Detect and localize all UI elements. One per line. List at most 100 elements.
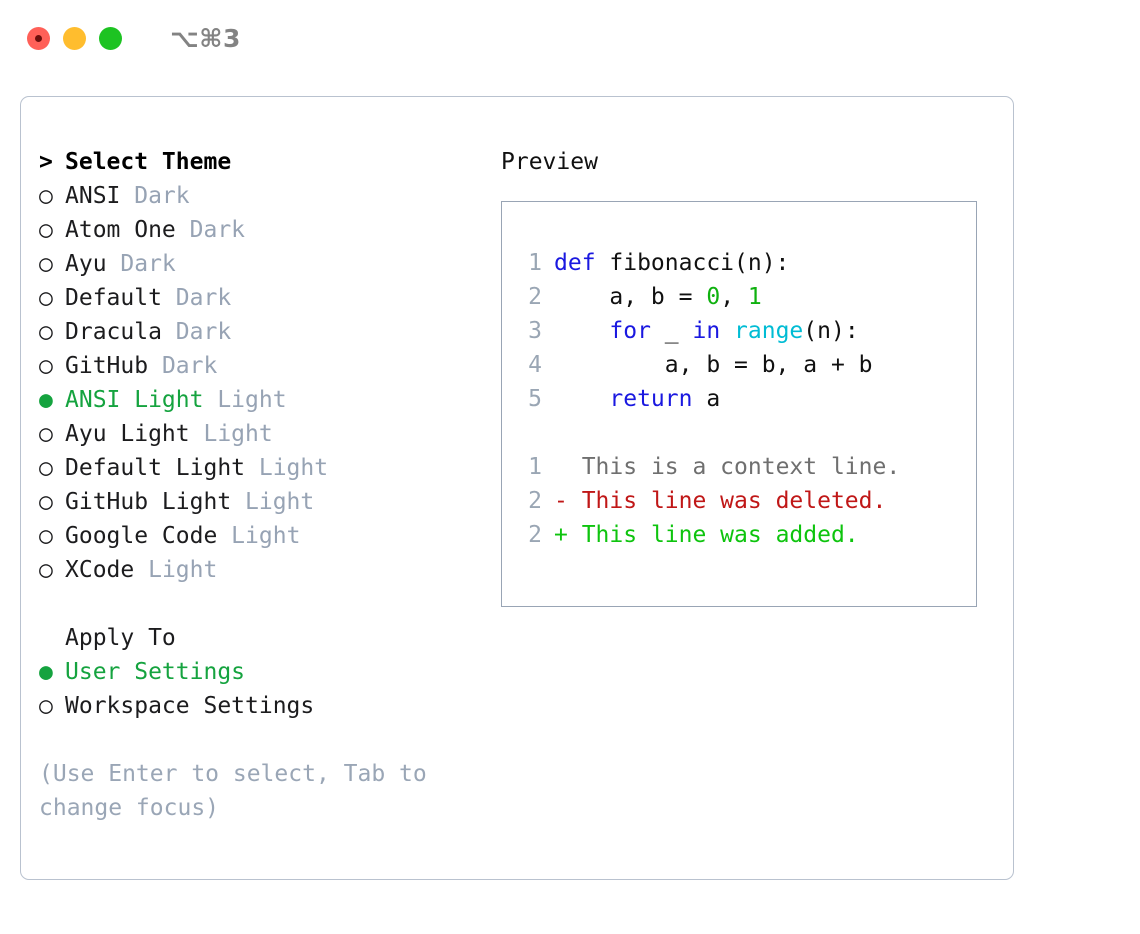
radio-unselected-icon: ○ xyxy=(39,693,53,719)
theme-option-kind: Dark xyxy=(175,217,246,243)
diff-marker xyxy=(554,454,582,480)
traffic-lights xyxy=(27,27,122,50)
code-line: 3 for _ in range(n): xyxy=(502,314,976,348)
code-token xyxy=(554,386,609,412)
code-line: 4 a, b = b, a + b xyxy=(502,348,976,382)
diff-marker: + xyxy=(554,522,582,548)
code-token: _ xyxy=(650,318,693,344)
radio-unselected-icon: ○ xyxy=(39,251,53,277)
diff-line-number: 2 xyxy=(528,522,542,548)
code-line-number: 2 xyxy=(528,284,542,310)
minimize-window-button[interactable] xyxy=(63,27,86,50)
theme-option-kind: Light xyxy=(134,557,218,583)
apply-to-label: Apply To xyxy=(65,625,176,651)
diff-sample: 1 This is a context line.2- This line wa… xyxy=(502,450,976,552)
close-window-button[interactable] xyxy=(27,27,50,50)
code-line-number: 3 xyxy=(528,318,542,344)
theme-option-kind: Light xyxy=(189,421,273,447)
theme-option-name: ANSI xyxy=(65,183,121,209)
titlebar: ⌥⌘3 xyxy=(0,0,1140,76)
code-token: a, b = b, a + b xyxy=(554,352,873,378)
radio-unselected-icon: ○ xyxy=(39,319,53,345)
theme-option-name: Ayu xyxy=(65,251,107,277)
theme-option-name: XCode xyxy=(65,557,135,583)
prompt-caret-icon: > xyxy=(39,149,53,175)
theme-option-default-light[interactable]: ○Default Light Light xyxy=(39,451,489,485)
theme-option-name: GitHub Light xyxy=(65,489,232,515)
code-token: (n): xyxy=(803,318,859,344)
code-token: for xyxy=(609,318,651,344)
theme-option-kind: Dark xyxy=(148,353,218,379)
theme-option-name: Ayu Light xyxy=(65,421,190,447)
theme-option-name: Atom One xyxy=(65,217,176,243)
code-token: in xyxy=(692,318,721,344)
code-token: def xyxy=(554,250,596,276)
theme-option-github[interactable]: ○ GitHub Dark xyxy=(39,349,489,383)
apply-to-option-user-settings[interactable]: ●User Settings xyxy=(39,655,489,689)
radio-unselected-icon: ○ xyxy=(39,285,53,311)
theme-option-github-light[interactable]: ○ GitHub Light Light xyxy=(39,485,489,519)
radio-unselected-icon: ○ xyxy=(39,217,53,243)
apply-to-section: Apply To ●User Settings ○ Workspace Settin… xyxy=(39,621,489,723)
theme-option-name: GitHub xyxy=(65,353,149,379)
theme-option-kind: Light xyxy=(217,523,301,549)
theme-option-kind: Light xyxy=(231,489,315,515)
theme-option-google-code[interactable]: ○ Google Code Light xyxy=(39,519,489,553)
code-line-number: 4 xyxy=(528,352,542,378)
radio-unselected-icon: ○ xyxy=(39,557,53,583)
keyboard-hint-text: (Use Enter to select, Tab to change focu… xyxy=(39,761,427,821)
diff-line: 2- This line was deleted. xyxy=(502,484,976,518)
theme-option-ansi-light[interactable]: ●ANSI Light Light xyxy=(39,383,489,417)
code-token: 1 xyxy=(747,284,762,310)
apply-to-option-label: Workspace Settings xyxy=(65,693,315,719)
code-token: range xyxy=(734,318,804,344)
diff-line-number: 1 xyxy=(528,454,542,480)
theme-option-xcode[interactable]: ○ XCode Light xyxy=(39,553,489,587)
select-theme-heading: > Select Theme xyxy=(39,145,489,179)
code-token: return xyxy=(609,386,693,412)
theme-option-name: Google Code xyxy=(65,523,218,549)
theme-option-ayu-light[interactable]: ○Ayu Light Light xyxy=(39,417,489,451)
theme-option-ansi[interactable]: ○ANSI Dark xyxy=(39,179,489,213)
diff-text: This is a context line. xyxy=(581,454,901,480)
theme-option-default[interactable]: ○ Default Dark xyxy=(39,281,489,315)
radio-unselected-icon: ○ xyxy=(39,455,53,481)
diff-text: This line was deleted. xyxy=(581,488,887,514)
theme-option-kind: Dark xyxy=(120,183,190,209)
theme-option-dracula[interactable]: ○Dracula Dark xyxy=(39,315,489,349)
theme-option-kind: Light xyxy=(203,387,287,413)
theme-option-atom-one[interactable]: ○ Atom One Dark xyxy=(39,213,489,247)
code-line: 2 a, b = 0, 1 xyxy=(502,280,976,314)
code-line: 1 def fibonacci(n): xyxy=(502,246,976,280)
code-blank-line xyxy=(502,416,976,450)
code-line-number: 1 xyxy=(528,250,542,276)
apply-to-options: ●User Settings ○ Workspace Settings xyxy=(39,655,489,723)
window-shortcut-label: ⌥⌘3 xyxy=(170,24,241,53)
code-token: a xyxy=(692,386,721,412)
theme-list: ○ANSI Dark○Atom One Dark○Ayu Dark○Defaul… xyxy=(39,179,489,587)
apply-to-option-label: User Settings xyxy=(65,659,246,685)
diff-line: 2+ This line was added. xyxy=(502,518,976,552)
code-token xyxy=(554,318,609,344)
radio-unselected-icon: ○ xyxy=(39,489,53,515)
apply-to-option-workspace-settings[interactable]: ○ Workspace Settings xyxy=(39,689,489,723)
maximize-window-button[interactable] xyxy=(99,27,122,50)
diff-line: 1 This is a context line. xyxy=(502,450,976,484)
theme-option-name: ANSI Light xyxy=(65,387,204,413)
theme-option-kind: Dark xyxy=(161,285,232,311)
radio-unselected-icon: ○ xyxy=(39,523,53,549)
select-theme-heading-label: Select Theme xyxy=(65,149,232,175)
theme-option-ayu[interactable]: ○Ayu Dark xyxy=(39,247,489,281)
preview-heading: Preview xyxy=(501,149,598,175)
diff-marker: - xyxy=(554,488,582,514)
code-token: fibonacci(n): xyxy=(595,250,790,276)
code-token xyxy=(720,318,734,344)
code-token: , xyxy=(720,284,748,310)
diff-line-number: 2 xyxy=(528,488,542,514)
theme-option-name: Dracula xyxy=(65,319,162,345)
theme-option-name: Default xyxy=(65,285,162,311)
radio-unselected-icon: ○ xyxy=(39,353,53,379)
